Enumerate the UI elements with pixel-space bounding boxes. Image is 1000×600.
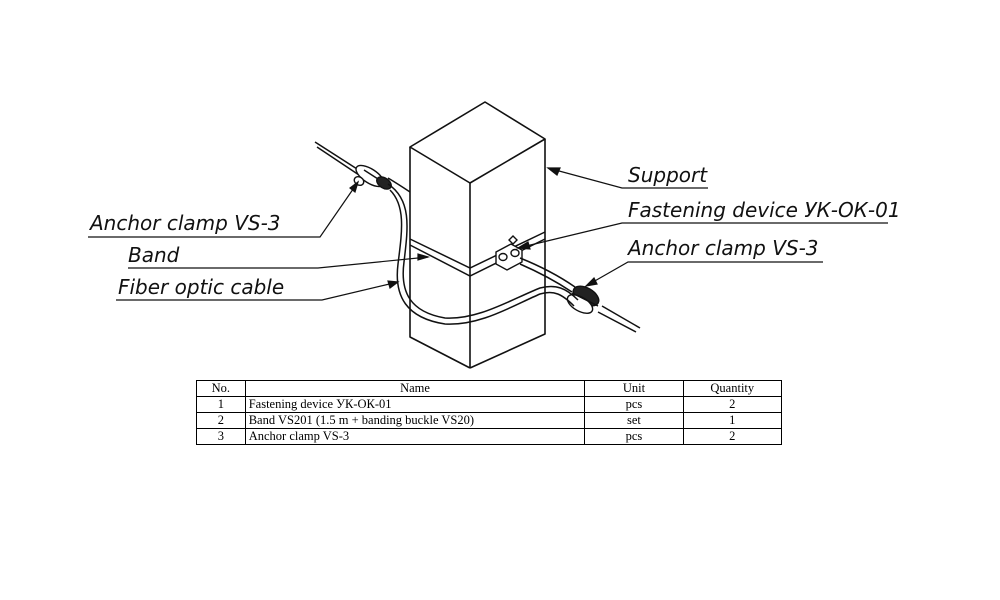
leader-lines xyxy=(88,167,888,301)
label-support: Support xyxy=(628,163,708,187)
cell-no: 2 xyxy=(196,412,246,429)
header-no: No. xyxy=(196,380,246,397)
cell-unit: pcs xyxy=(584,396,684,413)
fastening-device xyxy=(495,235,523,271)
cell-name: Anchor clamp VS-3 xyxy=(244,428,586,445)
fiber-optic-cable xyxy=(387,183,579,325)
header-name: Name xyxy=(244,380,586,397)
installation-diagram: Support Fastening device УК-ОК-01 Anchor… xyxy=(88,101,901,369)
anchor-clamp-left xyxy=(353,164,392,190)
header-unit: Unit xyxy=(584,380,684,397)
specification-table: No. Name Unit Quantity 1 Fastening devic… xyxy=(196,380,783,445)
cell-no: 3 xyxy=(196,428,246,445)
label-fastening-device: Fastening device УК-ОК-01 xyxy=(628,198,901,222)
messenger-wire-right xyxy=(519,257,641,333)
table-row: 3 Anchor clamp VS-3 pcs 2 xyxy=(196,428,783,445)
leader-anchor-left xyxy=(88,181,359,238)
pole-right-face xyxy=(469,139,546,369)
label-anchor-clamp-left: Anchor clamp VS-3 xyxy=(88,211,281,235)
label-fiber-optic-cable: Fiber optic cable xyxy=(118,275,284,299)
anchor-clamp-right xyxy=(566,285,600,314)
cell-unit: pcs xyxy=(584,428,684,445)
pole-left-face xyxy=(409,147,471,369)
cell-name: Fastening device УК-ОК-01 xyxy=(244,396,586,413)
cell-quantity: 2 xyxy=(682,396,783,413)
label-band: Band xyxy=(128,243,180,267)
leader-fiber xyxy=(116,281,399,301)
header-quantity: Quantity xyxy=(682,380,783,397)
table-row: 1 Fastening device УК-ОК-01 pcs 2 xyxy=(196,396,783,413)
cell-quantity: 1 xyxy=(682,412,783,429)
leader-support xyxy=(547,167,708,189)
leader-band xyxy=(128,256,429,269)
cell-no: 1 xyxy=(196,396,246,413)
support-pole xyxy=(409,101,546,369)
leader-anchor-right xyxy=(585,261,823,287)
cell-quantity: 2 xyxy=(682,428,783,445)
table-row: 2 Band VS201 (1.5 m + banding buckle VS2… xyxy=(196,412,783,429)
cell-unit: set xyxy=(584,412,684,429)
leader-fastening xyxy=(517,222,888,249)
label-anchor-clamp-right: Anchor clamp VS-3 xyxy=(626,236,819,260)
cell-name: Band VS201 (1.5 m + banding buckle VS20) xyxy=(244,412,586,429)
band xyxy=(409,231,546,277)
pole-top-face xyxy=(409,101,546,184)
table-header-row: No. Name Unit Quantity xyxy=(196,380,783,397)
